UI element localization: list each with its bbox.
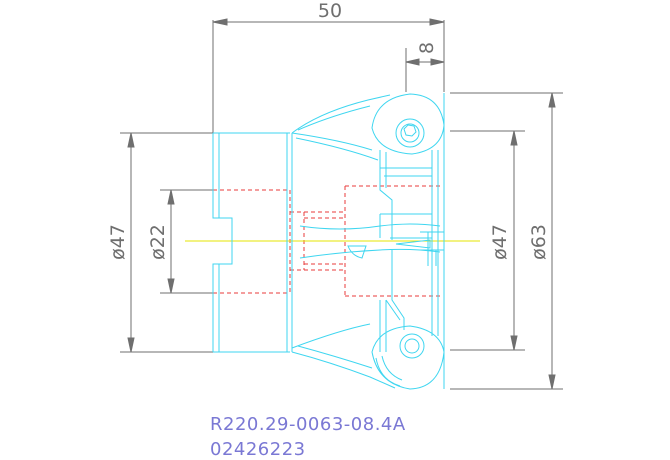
part-item-number: 02426223: [210, 439, 306, 460]
part-designation: R220.29-0063-08.4A: [210, 414, 406, 435]
top-insert-screw-icon: [395, 118, 425, 148]
dim-face-offset: 8: [416, 42, 438, 54]
cutter-body-outline: [212, 93, 445, 390]
dim-bore-diameter: ø22: [147, 224, 169, 260]
dim-overall-length: 50: [318, 0, 342, 22]
dim-cutting-diameter: ø63: [528, 224, 550, 260]
dim-right-hub-diameter: ø47: [489, 224, 511, 260]
bottom-insert-screw-icon: [399, 333, 425, 359]
dimension-lines: [120, 18, 563, 390]
dim-left-outer-diameter: ø47: [107, 224, 129, 260]
